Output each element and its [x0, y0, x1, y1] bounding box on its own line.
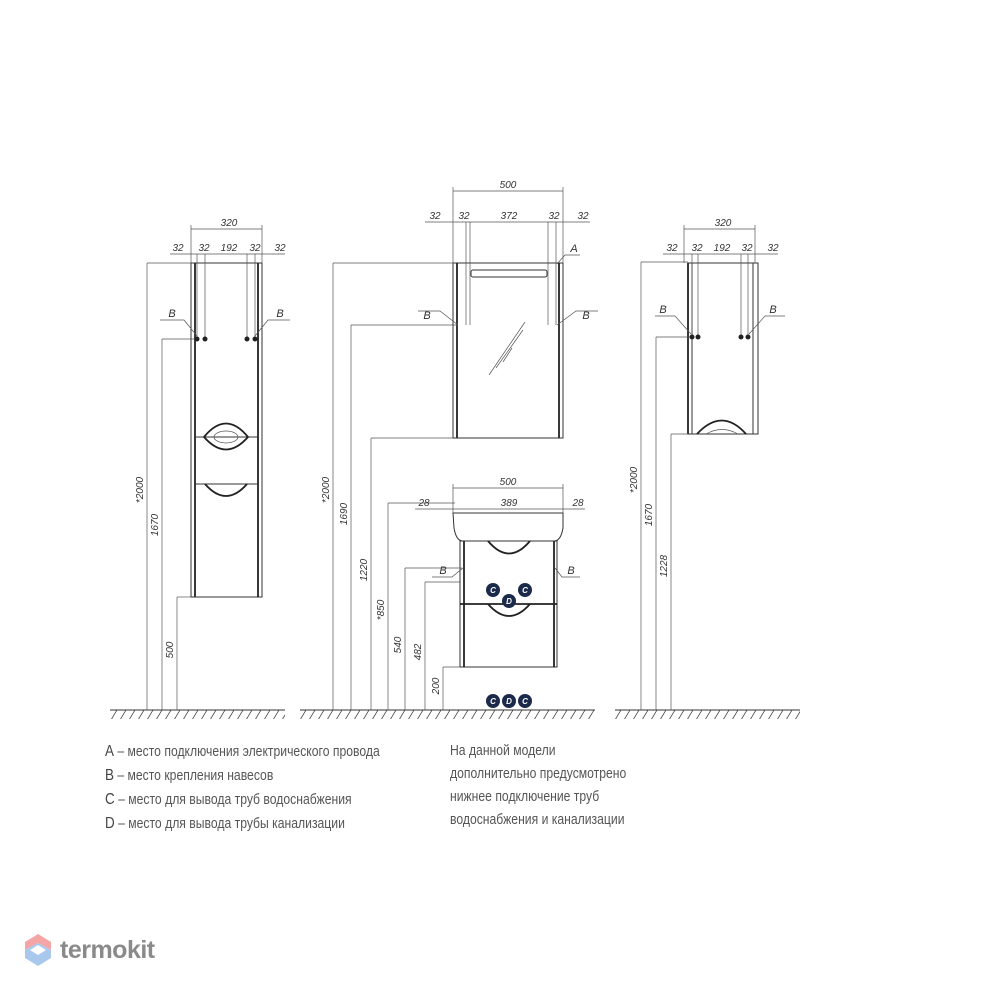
dim-offset: 32	[274, 243, 286, 254]
hinge-label: B	[567, 565, 574, 577]
hinge-label: B	[168, 308, 175, 320]
dim-height: 1670	[150, 513, 161, 536]
legend-item: C – место для вывода труб водоснабжения	[105, 788, 380, 812]
hinge-label: B	[276, 308, 283, 320]
drain-pipe-marker: D	[506, 697, 512, 706]
water-pipe-marker: C	[490, 586, 496, 595]
dim-height: *850	[376, 599, 387, 620]
floor-hatch	[300, 710, 595, 719]
dim-offset: 32	[249, 243, 261, 254]
floor-hatch	[110, 710, 285, 719]
dim-offset: 32	[691, 243, 703, 254]
hinge-label: B	[769, 304, 776, 316]
hinge-label: B	[423, 310, 430, 322]
model-note: На данной модели дополнительно предусмот…	[450, 740, 660, 832]
pipe-markers-floor: C D C	[486, 694, 532, 708]
drain-pipe-marker: D	[506, 597, 512, 606]
mirror-cabinet	[452, 262, 564, 439]
water-pipe-marker: C	[490, 697, 496, 706]
tall-cabinet	[190, 262, 263, 598]
hinge-dots	[194, 336, 258, 342]
hexagon-logo-icon	[25, 934, 51, 966]
dim-height: 1220	[359, 558, 370, 581]
dim-width: 320	[221, 218, 238, 229]
dim-height: 500	[165, 641, 176, 658]
note-line: водоснабжения и канализации	[450, 812, 625, 828]
note-line: На данной модели	[450, 743, 556, 759]
brand-name: termokit	[60, 935, 155, 964]
handle-icon	[696, 419, 747, 435]
left-tall-cabinet-view: 320 32 32 192 32 32 B B *2000 1670 500	[110, 218, 290, 719]
legend-text: – место для вывода труб водоснабжения	[114, 792, 352, 808]
dim-offset: 28	[571, 498, 584, 509]
middle-mirror-sink-view: 500 32 32 372 32 32 A B B	[300, 180, 598, 719]
dim-offset: 32	[767, 243, 779, 254]
handle-icon	[202, 422, 250, 497]
dim-offset: 32	[198, 243, 210, 254]
note-line: нижнее подключение труб	[450, 789, 600, 805]
legend-text: – место подключения электрического прово…	[113, 744, 380, 760]
water-pipe-marker: C	[522, 586, 528, 595]
dim-height: 200	[431, 677, 442, 695]
legend-item: A – место подключения электрического про…	[105, 740, 380, 764]
pipe-markers-upper: C D C	[486, 583, 532, 608]
hinge-label: B	[659, 304, 666, 316]
dim-offset: 32	[172, 243, 184, 254]
floor-hatch	[615, 710, 800, 719]
dim-offset: 389	[501, 498, 518, 509]
hinge-label: B	[439, 565, 446, 577]
dim-height: 1670	[644, 503, 655, 526]
mirror-glare-icon	[488, 321, 526, 376]
sink	[452, 512, 564, 542]
legend-item: D – место для вывода трубы канализации	[105, 812, 380, 836]
dim-offset: 32	[458, 211, 470, 222]
dim-offset: 32	[429, 211, 441, 222]
legend-key: C	[105, 791, 115, 808]
dim-height: *2000	[135, 476, 146, 503]
dim-offset: 32	[666, 243, 678, 254]
dim-offset: 32	[577, 211, 589, 222]
dim-offset: 372	[501, 211, 518, 222]
water-pipe-marker: C	[522, 697, 528, 706]
dim-height: *2000	[629, 466, 640, 493]
dim-width: 320	[715, 218, 732, 229]
dim-offset: 32	[548, 211, 560, 222]
legend: A – место подключения электрического про…	[105, 740, 432, 836]
note-line: дополнительно предусмотрено	[450, 766, 627, 782]
dim-offset: 192	[714, 243, 731, 254]
dim-height: *2000	[321, 476, 332, 503]
legend-item: B – место крепления навесов	[105, 764, 380, 788]
dim-height: 540	[393, 636, 404, 653]
handle-icon	[487, 540, 531, 555]
dim-height: 482	[413, 643, 424, 660]
legend-key: A	[105, 743, 114, 760]
legend-text: – место для вывода трубы канализации	[114, 816, 345, 832]
dim-width: 500	[500, 477, 517, 488]
legend-key: B	[105, 767, 114, 784]
right-wall-cabinet-view: 320 32 32 192 32 32 B B *2000 1670 1228	[615, 218, 800, 719]
electric-label: A	[569, 243, 577, 255]
brand-logo[interactable]: termokit	[24, 933, 155, 967]
hinge-dots	[689, 334, 751, 340]
dim-height: 1690	[339, 502, 350, 525]
dim-offset: 32	[741, 243, 753, 254]
dim-offset: 28	[417, 498, 430, 509]
legend-key: D	[105, 815, 115, 832]
dim-offset: 192	[221, 243, 238, 254]
handle-icon	[487, 603, 531, 617]
legend-text: – место крепления навесов	[113, 768, 274, 784]
dim-height: 1228	[659, 554, 670, 577]
light-bar	[470, 269, 548, 278]
wall-cabinet	[687, 262, 759, 435]
hinge-label: B	[582, 310, 589, 322]
dim-width: 500	[500, 180, 517, 191]
